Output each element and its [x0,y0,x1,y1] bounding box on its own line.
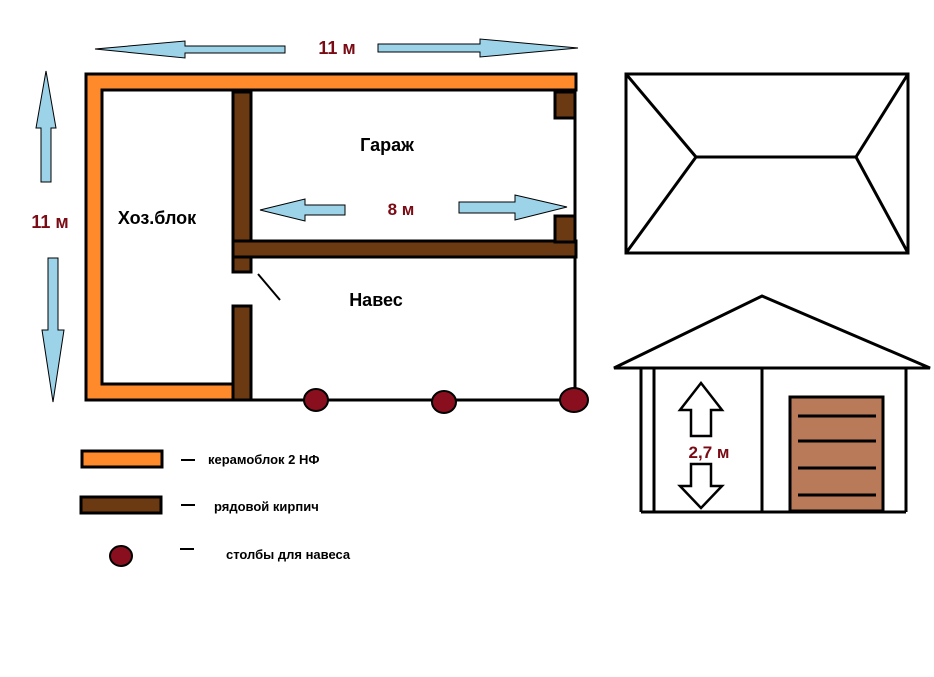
height-arrow-up [677,380,725,438]
legend-label-brick: рядовой кирпич [214,499,319,514]
brick-walls [231,90,578,402]
legend-swatch-post [109,545,133,567]
canopy-post [303,388,329,412]
dimension-arrow-left-up [35,70,57,183]
legend-swatch-ceramic-block [80,449,164,469]
garage-label: Гараж [360,135,414,155]
ceramic-block-walls [84,72,578,402]
legend: керамоблок 2 НФ рядовой кирпич столбы дл… [79,449,351,567]
garage-width-label: 8 м [388,200,415,219]
garage-arrow-left [259,198,346,222]
canopy-post [431,390,457,414]
door-swing-line [257,273,281,301]
legend-label-ceramic-block: керамоблок 2 НФ [208,452,319,467]
dimension-arrow-top-right [377,38,579,58]
roof-top-view [624,72,910,255]
left-height-label: 11 м [31,212,68,232]
utility-block-label: Хоз.блок [118,208,197,228]
dimension-arrow-left-down [41,257,65,403]
height-arrow-down [677,462,725,510]
canopy-label: Навес [349,290,403,310]
top-width-label: 11 м [318,38,355,58]
legend-label-post: столбы для навеса [226,547,351,562]
garage-door [788,395,885,513]
wall-height-label: 2,7 м [689,443,730,462]
canopy-post [559,387,589,413]
garage-arrow-right [458,194,568,221]
legend-swatch-brick [79,495,163,515]
dimension-arrow-top-left [94,40,286,59]
